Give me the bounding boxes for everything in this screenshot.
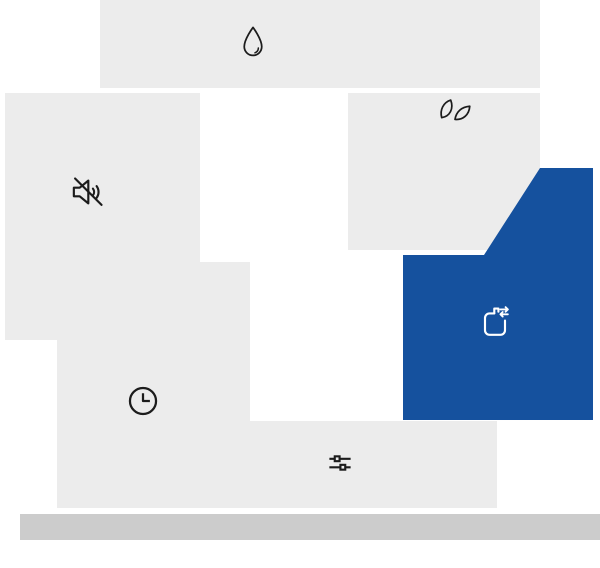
clock-icon (125, 383, 161, 419)
leaves-icon (436, 97, 474, 129)
water-drop-icon (239, 24, 267, 60)
tile-clock[interactable] (57, 262, 250, 421)
tile-sliders[interactable] (57, 421, 497, 508)
speaker-muted-icon (68, 172, 108, 212)
sliders-icon (323, 446, 357, 480)
tap-sync-icon (475, 302, 515, 342)
bottom-scrollbar[interactable] (20, 514, 600, 540)
tile-water-drop[interactable] (100, 0, 540, 88)
